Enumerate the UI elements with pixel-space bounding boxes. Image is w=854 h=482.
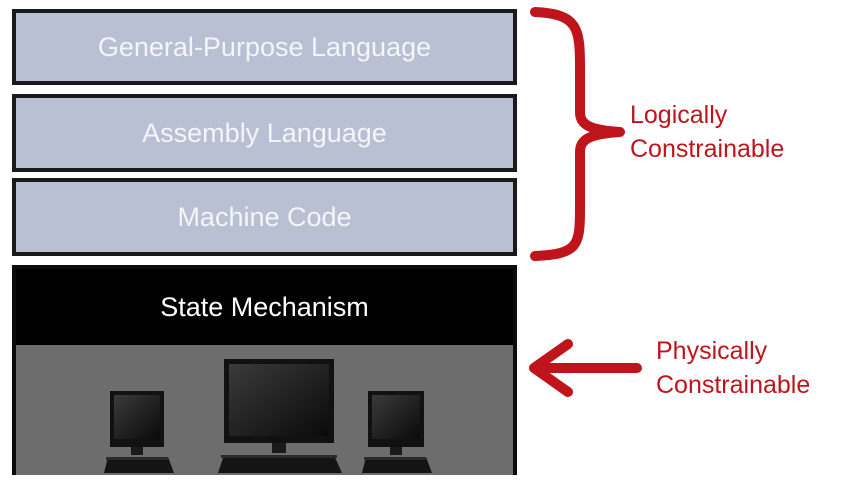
physically-text: Physically — [656, 337, 768, 365]
computer-icon — [362, 391, 432, 473]
hardware-panel — [16, 345, 513, 475]
constrainable-text: Constrainable — [656, 371, 811, 399]
arrow-left-icon — [529, 339, 642, 397]
computers-illustration — [104, 359, 432, 473]
constrainable-text: Constrainable — [630, 135, 785, 163]
logically-text: Logically — [630, 101, 728, 129]
brace-icon — [530, 7, 625, 261]
machine-code-layer: Machine Code — [12, 178, 517, 256]
logically-constrainable-label: Logically Constrainable — [630, 98, 784, 166]
assembly-language-label: Assembly Language — [142, 117, 387, 148]
assembly-language-layer: Assembly Language — [12, 94, 517, 172]
machine-code-label: Machine Code — [177, 201, 352, 232]
state-mechanism-label: State Mechanism — [160, 291, 369, 322]
state-mechanism-block: State Mechanism — [12, 265, 517, 475]
computer-icon — [104, 391, 174, 473]
general-purpose-language-label: General-Purpose Language — [97, 31, 432, 62]
general-purpose-language-layer: General-Purpose Language — [12, 9, 517, 85]
state-mechanism-header: State Mechanism — [16, 269, 513, 345]
physically-constrainable-label: Physically Constrainable — [656, 334, 810, 402]
computer-icon — [218, 359, 342, 473]
